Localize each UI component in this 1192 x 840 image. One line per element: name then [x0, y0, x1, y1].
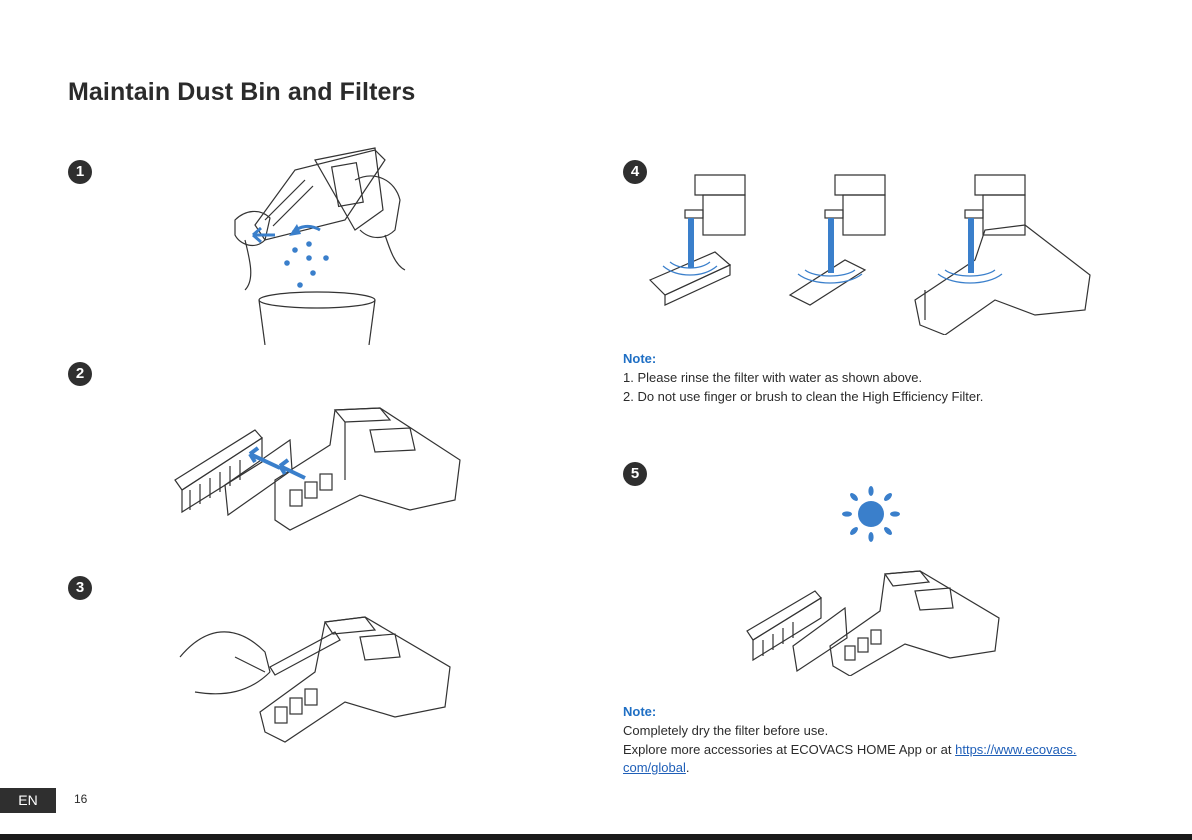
rinse-filter-illustration [645, 170, 1095, 335]
note-2-heading: Note: [623, 704, 657, 719]
step-5-badge: 5 [623, 462, 647, 486]
ecovacs-link-part-1[interactable]: https://www.ecovacs. [955, 742, 1077, 757]
remove-filters-illustration [170, 400, 470, 535]
dry-filters-illustration [745, 566, 1003, 676]
ecovacs-link-part-2[interactable]: com/global [623, 760, 686, 775]
step-3-badge: 3 [68, 576, 92, 600]
note-2-line-3: com/global. [623, 760, 690, 775]
empty-dust-bin-illustration [225, 140, 415, 345]
note-2-line-2-text: Explore more accessories at ECOVACS HOME… [623, 742, 956, 757]
step-4-badge: 4 [623, 160, 647, 184]
step-2-badge: 2 [68, 362, 92, 386]
language-tag: EN [0, 788, 56, 813]
page-number: 16 [74, 792, 88, 806]
note-1-line-1: 1. Please rinse the filter with water as… [623, 370, 923, 385]
brush-clean-illustration [175, 612, 460, 747]
page-title: Maintain Dust Bin and Filters [68, 78, 416, 106]
step-1-badge: 1 [68, 160, 92, 184]
note-2-line-2: Explore more accessories at ECOVACS HOME… [623, 742, 1077, 757]
note-2-link-suffix: . [685, 760, 690, 775]
note-2-line-1: Completely dry the filter before use. [623, 723, 829, 738]
sun-icon [842, 486, 900, 542]
bottom-rule [0, 834, 1192, 840]
note-1-heading: Note: [623, 351, 657, 366]
note-1-line-2: 2. Do not use finger or brush to clean t… [623, 389, 984, 404]
